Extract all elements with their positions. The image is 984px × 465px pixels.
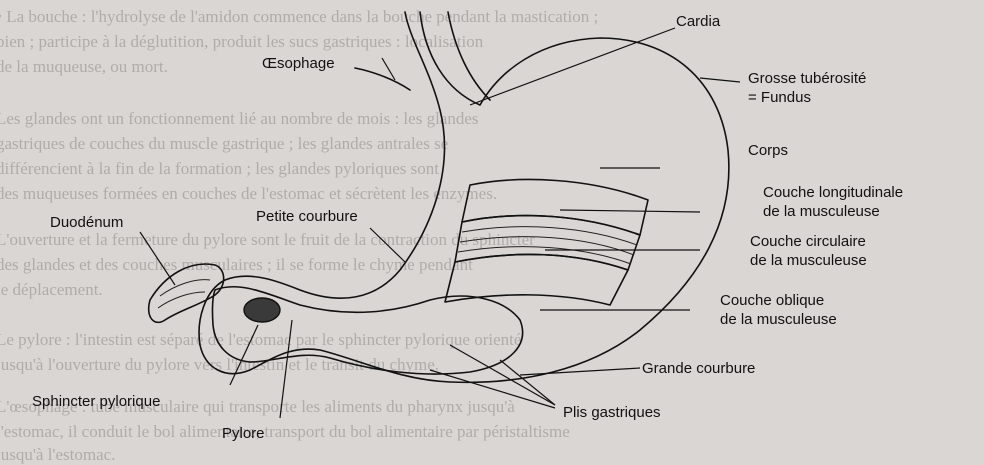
background-text-line: jusqu'à l'estomac. <box>0 445 115 464</box>
background-text-line: L'ouverture et la fermeture du pylore so… <box>0 230 535 249</box>
label-petite-courbure: Petite courbure <box>256 208 358 225</box>
label-fundus: = Fundus <box>748 89 811 106</box>
background-text-line: différencient à la fin de la formation ;… <box>0 159 439 178</box>
background-text-line: le déplacement. <box>0 280 103 299</box>
label-oesophage: Œsophage <box>262 55 335 72</box>
oesophagus-wall-left <box>355 68 410 90</box>
cardia-leader <box>470 28 675 105</box>
label-sphincter-pylorique: Sphincter pylorique <box>32 393 160 410</box>
label-pylore: Pylore <box>222 425 265 442</box>
labels: Cardia Œsophage Grosse tubérosité = Fund… <box>32 13 903 442</box>
longitudinal-leader <box>560 210 700 212</box>
label-grande-courbure: Grande courbure <box>642 360 755 377</box>
label-grosse-tuberosite: Grosse tubérosité <box>748 70 866 87</box>
label-couche-circulaire: Couche circulaire <box>750 233 866 250</box>
label-couche-longitudinale: Couche longitudinale <box>763 184 903 201</box>
label-cardia: Cardia <box>676 13 721 30</box>
label-couche-oblique-2: de la musculeuse <box>720 311 837 328</box>
background-text-line: des muqueuses formées en couches de l'es… <box>0 184 497 203</box>
label-plis-gastriques: Plis gastriques <box>563 404 661 421</box>
background-text-line: de la muqueuse, ou mort. <box>0 57 168 76</box>
label-duodenum: Duodénum <box>50 214 123 231</box>
pylorus-opening <box>244 298 280 322</box>
label-couche-longitudinale-2: de la musculeuse <box>763 203 880 220</box>
background-text-line: Les glandes ont un fonctionnement lié au… <box>0 109 479 128</box>
background-text-line: l'estomac, il conduit le bol alimentaire… <box>0 422 570 441</box>
background-text-line: des glandes et des couches musculaires ;… <box>0 255 473 274</box>
duodenum-fold <box>158 292 205 308</box>
duodenum-fold <box>160 280 210 296</box>
greater-curvature-leader <box>520 368 640 375</box>
background-text-line: gastriques de couches du muscle gastriqu… <box>0 134 448 153</box>
label-couche-circulaire-2: de la musculeuse <box>750 252 867 269</box>
background-text-line: Le pylore : l'intestin est séparé de l'e… <box>0 330 521 349</box>
label-couche-oblique: Couche oblique <box>720 292 824 309</box>
background-text-line: • La bouche : l'hydrolyse de l'amidon co… <box>0 7 598 26</box>
fundus-leader <box>700 78 740 82</box>
label-corps: Corps <box>748 142 788 159</box>
